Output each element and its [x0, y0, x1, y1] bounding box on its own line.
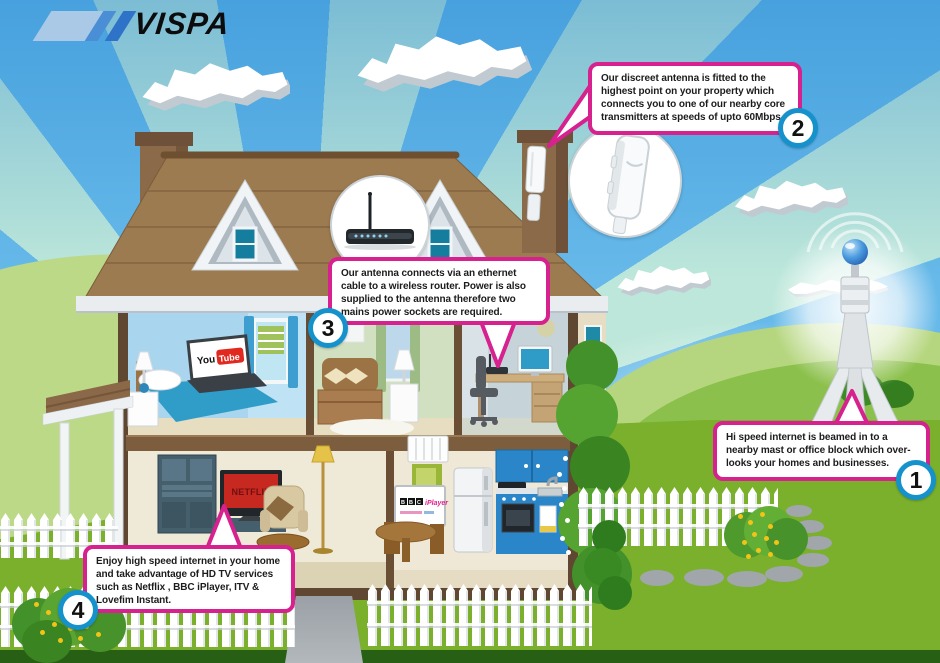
step-number-1: 1: [896, 460, 936, 500]
step-number-label: 1: [909, 466, 923, 493]
armchair: [260, 485, 308, 532]
callout-text-line: Our discreet antenna is fitted to the: [601, 73, 766, 84]
table-lamp-icon: [134, 351, 154, 393]
fridge-icon: [453, 467, 493, 553]
cloud-icon: [617, 265, 711, 297]
callout-tail: [547, 78, 596, 148]
callout-text-line: supplied to the antenna therefore two: [341, 294, 516, 305]
stepping-stone: [786, 505, 812, 517]
signal-waves-icon: [806, 212, 904, 253]
callout-text-line: looks your homes and businesses.: [726, 458, 889, 469]
kitchen-units: [495, 449, 569, 554]
callout-text-line: such as Netflix , BBC iPlayer, ITV &: [96, 582, 260, 593]
radiator-icon: [407, 435, 449, 463]
bed-duvet: [144, 378, 278, 422]
yellow-flowers-icon: [738, 514, 743, 519]
antenna-inset-circle: [568, 124, 682, 238]
white-flowers-icon: [562, 486, 567, 491]
pillow: [138, 369, 182, 391]
room-bedroom-blue: You Tube: [127, 310, 306, 435]
room-kitchen: B B C iPlayer: [375, 435, 569, 588]
bush-icon: [598, 576, 632, 610]
rooftop-antenna-icon: [525, 145, 547, 222]
netflix-label: NETFLIX: [232, 487, 271, 497]
yellow-flowers-icon: [34, 602, 39, 607]
callout-step-4: Enjoy high speed internet in your home a…: [83, 545, 295, 613]
step-number-2: 2: [778, 108, 818, 148]
callout-text-line: cable to a wireless router. Power is als…: [341, 281, 526, 292]
callout-text-line: mains power sockets are required.: [341, 307, 503, 318]
cloud-icon: [734, 180, 848, 218]
flower-bush: [22, 620, 72, 663]
picket-fence: [367, 583, 592, 646]
stepping-stone: [802, 536, 832, 550]
nightstand: [389, 383, 419, 423]
porch: [42, 380, 134, 560]
callout-step-1: Hi speed internet is beamed in to a near…: [713, 421, 930, 481]
room-office: [462, 310, 568, 435]
desktop-monitor-icon: [517, 345, 553, 376]
callout-step-3: Our antenna connects via an ethernet cab…: [328, 257, 550, 325]
desk-router-icon: [486, 354, 508, 374]
bed-footboard: [317, 389, 383, 425]
sink-icon: [537, 487, 563, 497]
brand-name: VISPA: [132, 6, 232, 41]
callout-text-line: Enjoy high speed internet in your home: [96, 556, 280, 567]
bbc-block-label: B: [401, 500, 405, 506]
iplayer-label: iPlayer: [425, 500, 449, 507]
callout-text-line: connects you to one of our nearby core: [601, 99, 786, 110]
step-number-4: 4: [58, 590, 98, 630]
callout-tail: [478, 318, 518, 368]
stepping-stone: [765, 566, 803, 582]
callout-text-line: and take advantage of HD TV services: [96, 569, 274, 580]
callout-text-line: Hi speed internet is beamed in to a: [726, 432, 888, 443]
bbc-block-label: B: [409, 500, 413, 506]
floor-lamp-icon: [311, 445, 335, 554]
callout-text-line: Lovefim Instant.: [96, 595, 172, 606]
house-cutaway: You Tube: [42, 130, 608, 600]
office-chair-icon: [470, 356, 498, 427]
flower-bush: [766, 518, 808, 560]
rug: [330, 419, 414, 437]
cloud-icon: [357, 36, 532, 92]
bbc-block-label: C: [417, 500, 421, 506]
outdoor-antenna-icon: [606, 134, 650, 235]
floor-slab: [126, 435, 570, 451]
step-number-label: 4: [71, 596, 85, 623]
callout-tail: [832, 389, 871, 428]
stepping-stone: [797, 553, 829, 567]
mast-beacon: [842, 239, 868, 265]
table-lamp-icon: [393, 349, 415, 382]
wireless-router-icon: [344, 192, 416, 250]
hedge-strip: [0, 650, 940, 663]
desk: [475, 373, 565, 383]
laptop-youtube: You Tube: [186, 334, 268, 394]
stepping-stone: [727, 571, 767, 587]
callout-text-line: transmitters at speeds of upto 60Mbps.: [601, 112, 784, 123]
youtube-you-label: You: [197, 354, 216, 367]
stepping-stone: [640, 570, 674, 586]
hedge-icon: [556, 384, 618, 446]
callout-text-line: Our antenna connects via an ethernet: [341, 268, 517, 279]
callout-tail: [204, 504, 244, 552]
hedge-icon: [566, 340, 618, 392]
callout-text-line: nearby mast or office block which over-: [726, 445, 911, 456]
step-number-label: 2: [791, 114, 805, 141]
transmitter-mast: [771, 212, 939, 442]
dormer-left: [191, 179, 299, 271]
dining-table: [375, 521, 444, 562]
callout-step-2: Our discreet antenna is fitted to the hi…: [588, 62, 802, 135]
garden-path: [285, 596, 363, 663]
callout-text-line: highest point on your property which: [601, 86, 775, 97]
youtube-tube-label: Tube: [218, 352, 240, 364]
cloud-icon: [142, 63, 290, 111]
step-number-label: 3: [321, 314, 335, 341]
vispa-logo: VISPA: [28, 6, 258, 50]
stepping-stone: [684, 569, 724, 586]
tap-icon: [546, 476, 558, 487]
step-number-3: 3: [308, 308, 348, 348]
tv-bbc-iplayer: B B C iPlayer: [394, 485, 449, 535]
media-cabinet: [157, 454, 217, 534]
